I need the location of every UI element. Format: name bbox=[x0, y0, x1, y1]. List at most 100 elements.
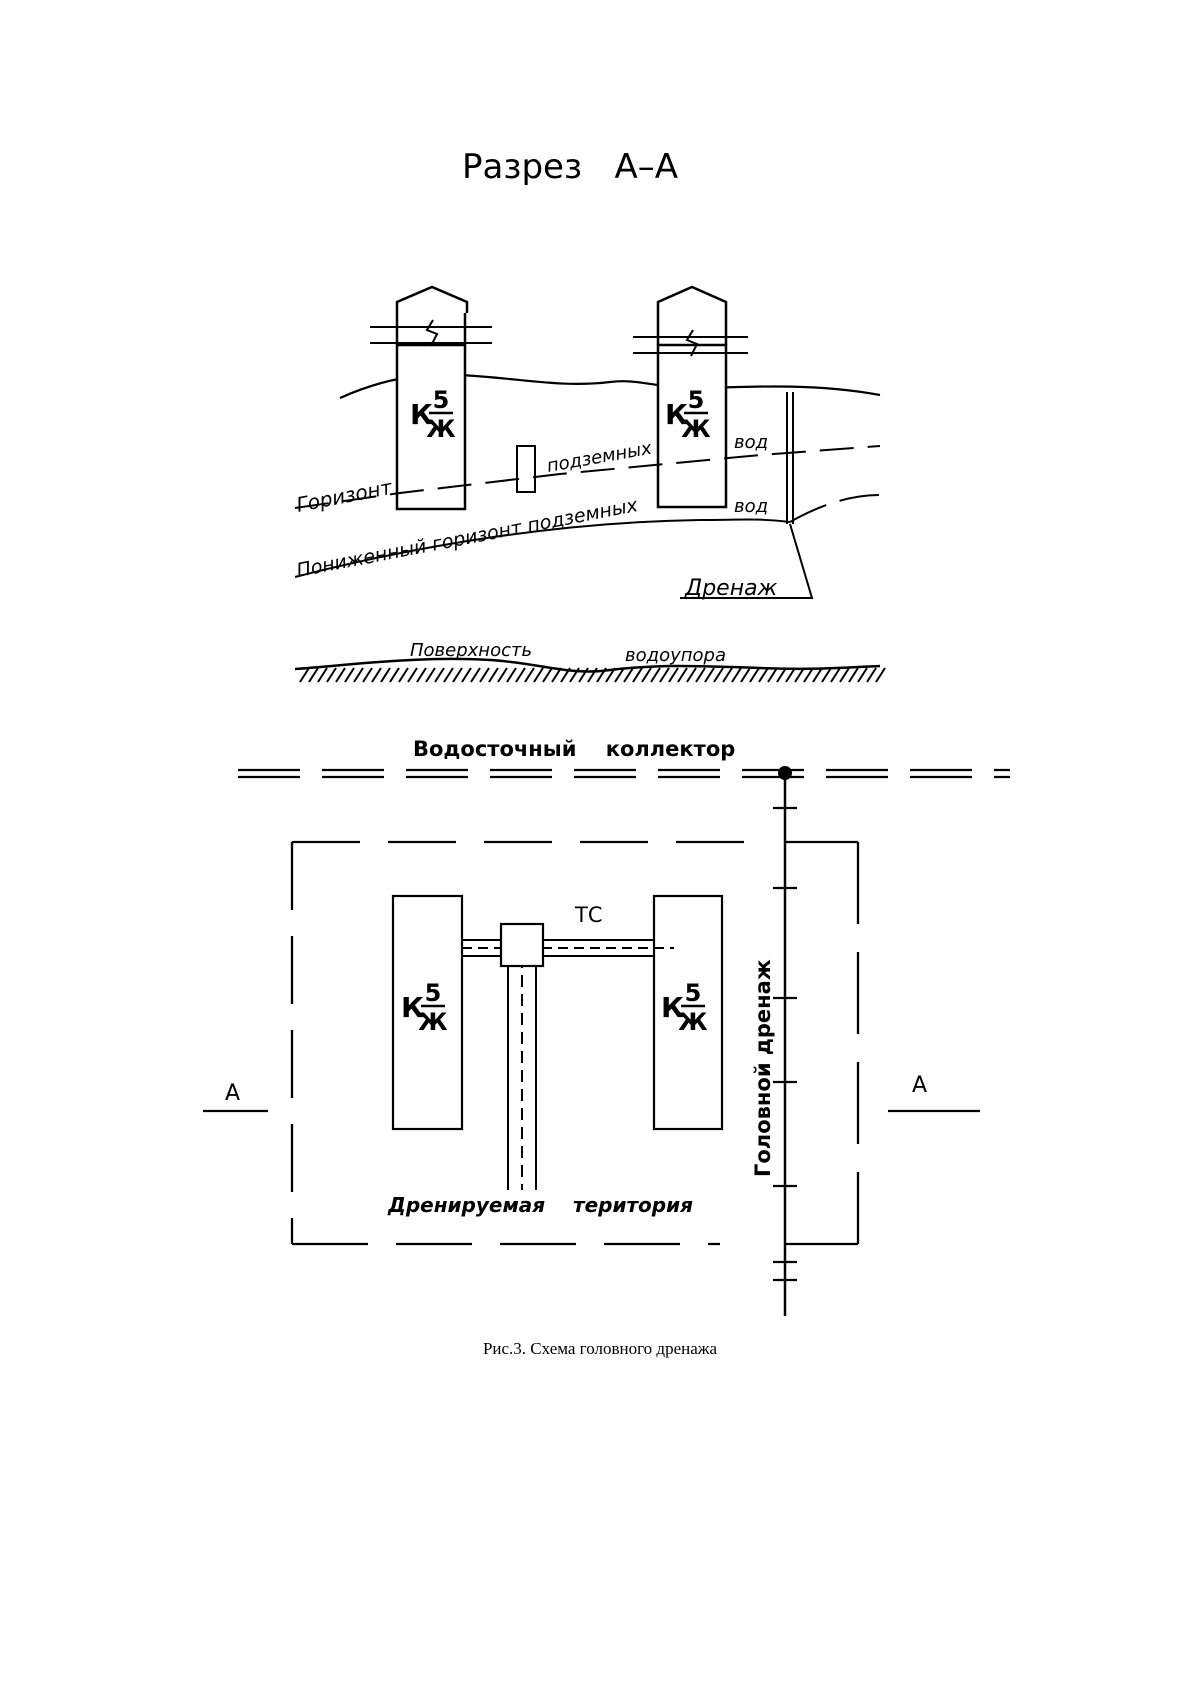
hatch-stroke bbox=[866, 667, 877, 683]
hatch-stroke bbox=[407, 667, 418, 683]
hatch-stroke bbox=[569, 667, 580, 683]
label-vod-1: вод bbox=[734, 432, 768, 453]
hatch-stroke bbox=[470, 667, 481, 683]
label-tc: ТС bbox=[574, 903, 603, 927]
hatch-stroke bbox=[830, 667, 841, 683]
hatch-stroke bbox=[497, 667, 508, 683]
hatch-stroke bbox=[353, 667, 364, 683]
hatch-stroke bbox=[650, 667, 661, 683]
hatch-stroke bbox=[776, 667, 787, 683]
hatch-stroke bbox=[641, 667, 652, 683]
label-head-drain: Головной дренаж bbox=[751, 959, 775, 1177]
hatch-stroke bbox=[326, 667, 337, 683]
drain-leader bbox=[680, 523, 814, 599]
building-1-den: Ж bbox=[426, 415, 456, 443]
building-2-k: К bbox=[665, 398, 688, 431]
label-vodoupora: водоупора bbox=[625, 645, 726, 666]
hatch-stroke bbox=[443, 667, 454, 683]
hatch-stroke bbox=[848, 667, 859, 683]
building-2 bbox=[633, 285, 748, 509]
hatch-stroke bbox=[425, 667, 436, 683]
hatch-stroke bbox=[803, 667, 814, 683]
hatch-stroke bbox=[371, 667, 382, 683]
plan-building-right-den: Ж bbox=[678, 1008, 708, 1036]
hatch-stroke bbox=[758, 667, 769, 683]
hatch-stroke bbox=[668, 667, 679, 683]
hatch-stroke bbox=[488, 667, 499, 683]
plan-building-left-den: Ж bbox=[418, 1008, 448, 1036]
hatch-stroke bbox=[587, 667, 598, 683]
hatch-stroke bbox=[344, 667, 355, 683]
hatch-stroke bbox=[740, 667, 751, 683]
hatch-stroke bbox=[551, 667, 562, 683]
hatch-stroke bbox=[731, 667, 742, 683]
hatch-stroke bbox=[713, 667, 724, 683]
aquiclude-hatching bbox=[299, 667, 886, 683]
hatch-stroke bbox=[677, 667, 688, 683]
label-gorizont: Горизонт bbox=[294, 475, 395, 517]
plan-building-right-k: К bbox=[661, 991, 684, 1024]
figure-caption: Рис.3. Схема головного дренажа bbox=[483, 1339, 718, 1358]
hatch-stroke bbox=[452, 667, 463, 683]
section-mark-left: А bbox=[225, 1081, 240, 1106]
building-1 bbox=[370, 285, 492, 511]
hatch-stroke bbox=[785, 667, 796, 683]
hatch-stroke bbox=[434, 667, 445, 683]
hatch-stroke bbox=[695, 667, 706, 683]
label-collector: Водосточный коллектор bbox=[413, 737, 735, 761]
hatch-stroke bbox=[623, 667, 634, 683]
hatch-stroke bbox=[416, 667, 427, 683]
label-poverhnost: Поверхность bbox=[410, 640, 532, 661]
hatch-stroke bbox=[749, 667, 760, 683]
hatch-stroke bbox=[542, 667, 553, 683]
hatch-stroke bbox=[515, 667, 526, 683]
hatch-stroke bbox=[722, 667, 733, 683]
lowered-groundwater-line-right bbox=[789, 494, 881, 523]
head-drain-ticks bbox=[773, 806, 797, 1282]
inspection-well-section bbox=[516, 445, 536, 493]
building-1-k: К bbox=[410, 398, 433, 431]
hatch-stroke bbox=[578, 667, 589, 683]
hatch-stroke bbox=[380, 667, 391, 683]
hatch-stroke bbox=[605, 667, 616, 683]
plan-building-right-num: 5 bbox=[685, 979, 702, 1007]
hatch-stroke bbox=[560, 667, 571, 683]
section-mark-right: А bbox=[912, 1073, 927, 1098]
hatch-stroke bbox=[335, 667, 346, 683]
hatch-stroke bbox=[317, 667, 328, 683]
hatch-stroke bbox=[821, 667, 832, 683]
hatch-stroke bbox=[686, 667, 697, 683]
label-drenazh: Дренаж bbox=[684, 576, 778, 601]
building-2-num: 5 bbox=[688, 386, 705, 414]
hatch-stroke bbox=[308, 667, 319, 683]
hatch-stroke bbox=[767, 667, 778, 683]
groundwater-horizon-line bbox=[294, 445, 881, 509]
territory-boundary bbox=[290, 840, 860, 1246]
label-vod-2: вод bbox=[734, 496, 768, 517]
hatch-stroke bbox=[704, 667, 715, 683]
aquiclude-surface-line bbox=[294, 657, 881, 673]
hatch-stroke bbox=[389, 667, 400, 683]
hatch-stroke bbox=[479, 667, 490, 683]
hatch-stroke bbox=[812, 667, 823, 683]
hatch-stroke bbox=[839, 667, 850, 683]
hatch-stroke bbox=[596, 667, 607, 683]
section-title: Разрез А–А bbox=[462, 147, 678, 187]
heat-network-lines bbox=[462, 939, 674, 1190]
heat-chamber bbox=[499, 922, 545, 968]
hatch-stroke bbox=[794, 667, 805, 683]
hatch-stroke bbox=[533, 667, 544, 683]
hatch-stroke bbox=[461, 667, 472, 683]
hatch-stroke bbox=[299, 667, 310, 683]
hatch-stroke bbox=[506, 667, 517, 683]
plan-building-left-num: 5 bbox=[425, 979, 442, 1007]
hatch-stroke bbox=[857, 667, 868, 683]
hatch-stroke bbox=[398, 667, 409, 683]
hatch-stroke bbox=[632, 667, 643, 683]
hatch-stroke bbox=[659, 667, 670, 683]
plan-building-left-k: К bbox=[401, 991, 424, 1024]
hatch-stroke bbox=[614, 667, 625, 683]
hatch-stroke bbox=[875, 667, 886, 683]
building-2-den: Ж bbox=[681, 415, 711, 443]
